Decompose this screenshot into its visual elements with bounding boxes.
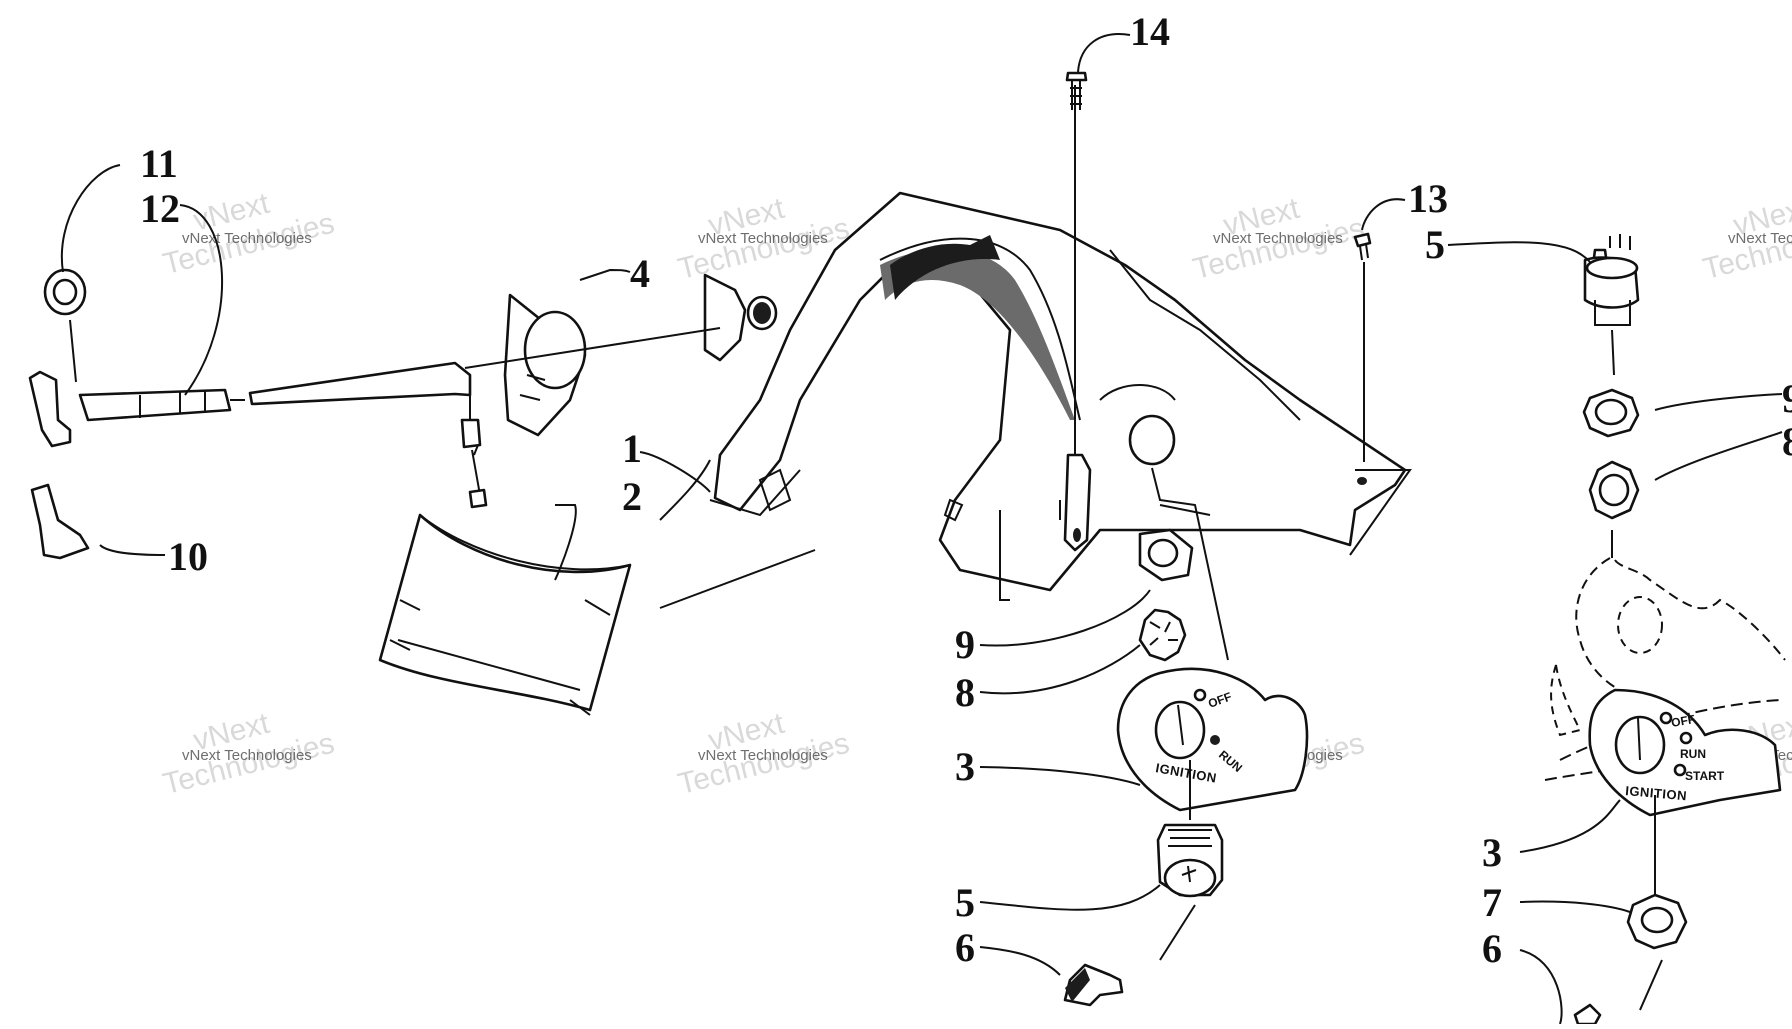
ignition-switch-left: OFF RUN IGNITION — [999, 85, 1309, 1007]
callout-8: 8 — [955, 670, 975, 715]
watermark-small: vNext Technologies — [698, 747, 828, 764]
callout-7-right: 7 — [1482, 880, 1502, 925]
callout-3: 3 — [955, 744, 975, 789]
callout-13: 13 — [1408, 176, 1448, 221]
screw-13 — [1353, 232, 1372, 462]
callout-3-right: 3 — [1482, 830, 1502, 875]
lower-panel — [378, 513, 816, 716]
callout-1: 1 — [622, 426, 642, 471]
callout-5-right: 5 — [1425, 222, 1445, 267]
callout-14: 14 — [1130, 9, 1170, 54]
leader-lines — [60, 33, 1783, 1025]
dial-right-off: OFF — [1670, 712, 1696, 730]
watermark-small: vNext Technologies — [182, 747, 312, 764]
callout-labels: 11 12 10 4 1 2 14 13 5 9 8 9 8 3 5 6 3 7… — [140, 9, 1792, 971]
watermark-small: vNext Technologies — [182, 230, 312, 247]
callout-4: 4 — [630, 251, 650, 296]
watermark-small: vNext Technologies — [1213, 230, 1343, 247]
console-housing — [659, 191, 1412, 592]
callout-10: 10 — [168, 534, 208, 579]
callout-6-right: 6 — [1482, 926, 1502, 971]
ignition-switch-right: OFF RUN START IGNITION — [1544, 234, 1786, 1026]
mounting-plate — [503, 293, 778, 437]
callout-6: 6 — [955, 925, 975, 970]
watermark-small: vNext Technologies — [1728, 230, 1792, 247]
choke-cable-assembly — [28, 268, 721, 560]
callout-5: 5 — [955, 880, 975, 925]
watermark-small: vNext Technologies — [698, 230, 828, 247]
callout-8-right: 8 — [1782, 419, 1792, 464]
dial-right-run: RUN — [1680, 747, 1706, 761]
screw-14 — [1065, 71, 1088, 110]
callout-2: 2 — [622, 474, 642, 519]
dial-right-start: START — [1685, 769, 1725, 783]
callout-12: 12 — [140, 186, 180, 231]
callout-9: 9 — [955, 622, 975, 667]
dial-right-ignition: IGNITION — [1625, 783, 1688, 803]
callout-9-right: 9 — [1782, 376, 1792, 421]
callout-11: 11 — [140, 141, 178, 186]
